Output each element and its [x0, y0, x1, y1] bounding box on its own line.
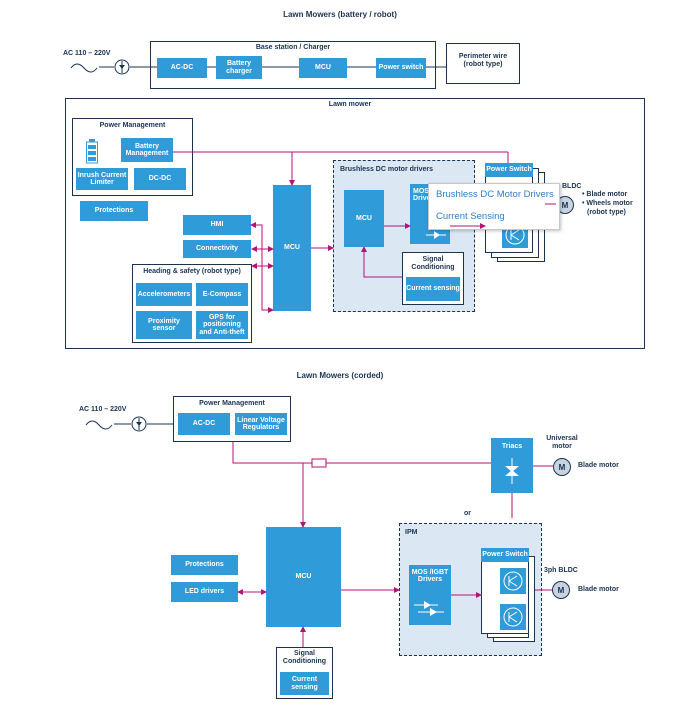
battery-charger-block: Battery charger [216, 56, 262, 79]
gps-block: GPS for positioning and Anti-theft [196, 311, 248, 339]
power-switch-header: Power Switch [485, 163, 533, 177]
ac-input-label: AC 110 – 220V [63, 50, 111, 57]
output-wheels-motor: • Wheels motor [582, 199, 633, 207]
bldc-mcu-block: MCU [344, 190, 384, 247]
fuse-icon [114, 59, 130, 75]
diagram1-title: Lawn Mowers (battery / robot) [283, 10, 397, 19]
base-power-switch-block: Power switch [376, 58, 426, 78]
mcu-block-2: MCU [266, 527, 341, 627]
led-drivers-block: LED drivers [171, 582, 238, 602]
mos-driver-icon [426, 228, 446, 240]
lawn-mower-title: Lawn mower [328, 101, 372, 108]
connectivity-block: Connectivity [183, 240, 251, 258]
bldc-label-2: 3ph BLDC [544, 567, 578, 574]
fuse-icon-2 [131, 416, 147, 432]
perimeter-wire-box [446, 43, 520, 84]
current-sensing-block-2: Current sensing [280, 672, 329, 695]
diagram2-title: Lawn Mowers (corded) [296, 371, 384, 380]
ecompass-block: E-Compass [196, 283, 248, 306]
tooltip-item-current-sensing[interactable]: Current Sensing [436, 211, 505, 222]
bldc-outputs-label: • Blade motor • Wheels motor (robot type… [582, 191, 633, 217]
mos-igbt-icon [414, 600, 444, 616]
tooltip-item-bldc-drivers[interactable]: Brushless DC Motor Drivers [436, 189, 554, 200]
signal-conditioning-title-2: Signal Conditioning [282, 650, 327, 665]
bldc-motor-icon-2: M [552, 581, 570, 599]
blade-motor-label-1: Blade motor [578, 462, 619, 469]
bldc-label: BLDC [562, 183, 582, 190]
hmi-block: HMI [183, 215, 251, 235]
ac-input-label-2: AC 110 – 220V [79, 406, 127, 413]
blade-motor-label-2: Blade motor [578, 586, 619, 593]
triac-icon [502, 458, 522, 484]
output-robot-type: (robot type) [587, 208, 626, 216]
acdc-block-2: AC-DC [178, 413, 230, 435]
triacs-label: Triacs [501, 443, 523, 450]
mos-igbt-label: MOS /IGBT Drivers [411, 569, 449, 584]
base-acdc-block: AC-DC [157, 58, 207, 78]
battery-icon [86, 139, 98, 164]
ipm-transistor-icon-2 [500, 604, 526, 630]
lawn-mcu-block: MCU [273, 185, 311, 311]
ac-source-icon [70, 61, 98, 73]
perimeter-wire-label: Perimeter wire (robot type) [458, 53, 508, 68]
bldc-drivers-title: Brushless DC motor drivers [340, 166, 433, 173]
ipm-power-switch-header: Power Switch [481, 548, 529, 562]
ac-source-icon-2 [85, 418, 113, 430]
inrush-limiter-block: Inrush Current Limiter [76, 168, 128, 190]
universal-motor-icon: M [553, 458, 571, 476]
bldc-motor-icon: M [556, 196, 574, 214]
universal-motor-label: Universal motor [546, 435, 578, 450]
heading-safety-title: Heading & safety (robot type) [143, 268, 241, 275]
ipm-title: IPM [405, 529, 418, 536]
or-label: or [464, 510, 471, 517]
ipm-transistor-icon-1 [500, 568, 526, 594]
base-mcu-block: MCU [299, 58, 347, 78]
protections-block-2: Protections [171, 555, 238, 575]
mos-drivers-label: MOS Drivers [413, 188, 438, 203]
base-station-title: Base station / Charger [255, 44, 331, 51]
current-sensing-block: Current sensing [406, 277, 460, 301]
output-blade-motor: • Blade motor [582, 191, 628, 198]
lawn-dcdc-block: DC-DC [134, 168, 186, 190]
accelerometers-block: Accelerometers [136, 283, 192, 306]
battery-management-block: Battery Management [121, 138, 173, 162]
power-management-title: Power Management [99, 122, 166, 129]
power-management-title-2: Power Management [199, 400, 265, 407]
protections-block: Protections [80, 201, 148, 221]
ldo-block: Linear Voltage Regulators [235, 413, 287, 435]
signal-conditioning-title: Signal Conditioning [411, 256, 455, 271]
hover-tooltip: Brushless DC Motor Drivers Current Sensi… [428, 183, 560, 230]
proximity-sensor-block: Proximity sensor [136, 311, 192, 339]
